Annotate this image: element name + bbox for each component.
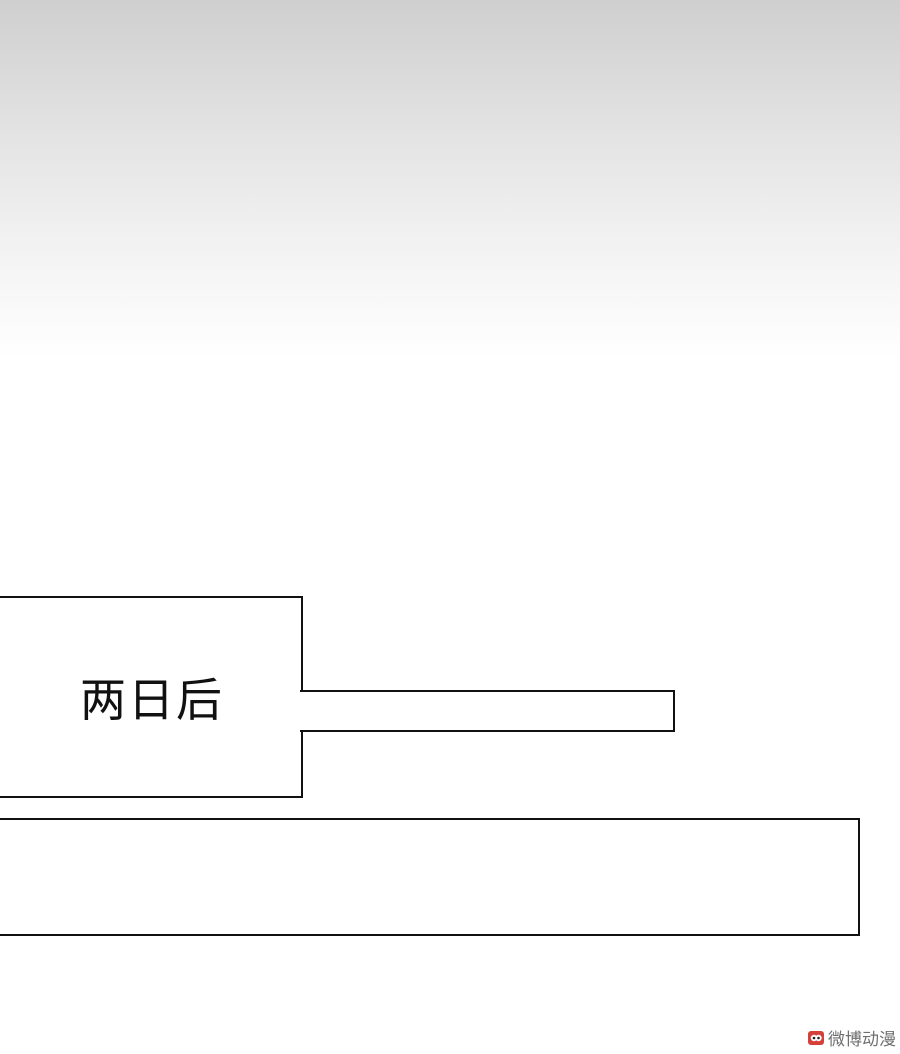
watermark-label: 微博动漫 — [828, 1030, 896, 1050]
caption-box: 两日后 — [0, 596, 303, 798]
caption-connector-bar — [300, 690, 675, 732]
caption-text: 两日后 — [80, 673, 224, 727]
empty-panel-box — [0, 818, 860, 936]
top-gradient-background — [0, 0, 900, 360]
weibo-comic-logo-icon — [807, 1029, 825, 1047]
watermark: 微博动漫 — [807, 1025, 896, 1050]
